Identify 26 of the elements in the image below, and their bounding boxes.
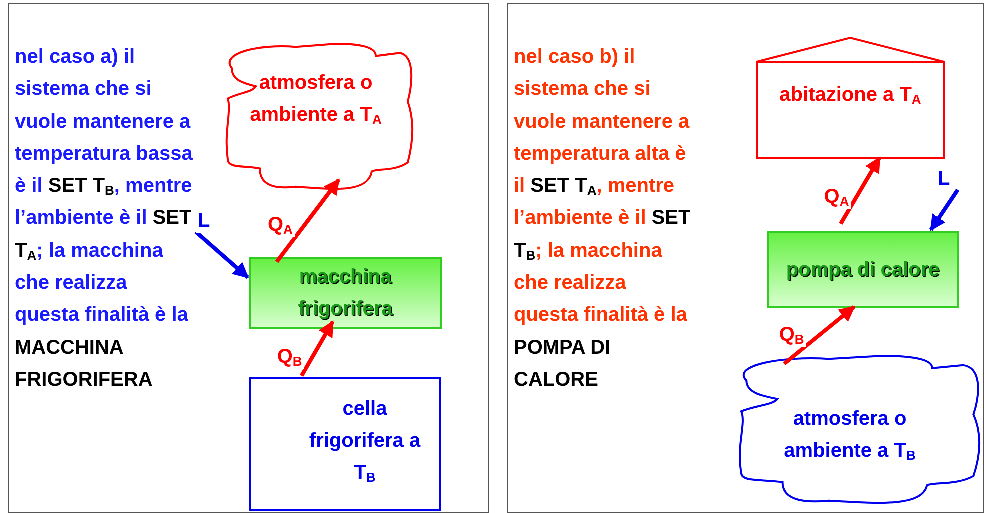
arrow bbox=[194, 230, 250, 280]
cloud-shape bbox=[739, 355, 981, 504]
description-text: nel caso a) il sistema che si vuole mantenere a temperatura bassa è il SET T$_{B}$, mentre l’ambiente è il SET T$_{A}$; la macchina che realizza questa finalità è la MACCHINA FRIGORIFERA bbox=[15, 45, 194, 393]
panel-frame bbox=[507, 3, 984, 513]
edge-label: Q$_{A}$ bbox=[822, 186, 852, 209]
edge-label: Q$_{A}$ bbox=[266, 214, 295, 237]
description-text: nel caso b) il sistema che si vuole mantenere a temperatura alta è il SET T$_{A}$, mentre l’ambiente è il SET T$_{B}$; la macchina che realizza questa finalità è la POMPA DI CALORE bbox=[514, 45, 692, 393]
cloud-shape bbox=[226, 43, 414, 190]
node-label: cella frigorifera a T$_{B}$ bbox=[308, 397, 422, 487]
machine-box bbox=[767, 231, 959, 308]
node-label: pompa di calore bbox=[786, 258, 940, 282]
room-box bbox=[249, 377, 441, 511]
arrow bbox=[275, 178, 341, 264]
panel-frame bbox=[8, 3, 489, 513]
arrow bbox=[929, 188, 960, 232]
arrow bbox=[839, 156, 882, 226]
edge-label: L bbox=[196, 210, 212, 233]
node-label: atmosfera o ambiente a T$_{B}$ bbox=[783, 407, 917, 465]
machine-box bbox=[249, 257, 442, 329]
node-label: atmosfera o ambiente a T$_{A}$ bbox=[249, 71, 383, 129]
house-shape bbox=[756, 36, 945, 159]
arrow bbox=[300, 320, 335, 377]
edge-label: Q$_{B}$ bbox=[275, 346, 304, 369]
node-label: macchina frigorifera bbox=[297, 265, 394, 322]
node-label: abitazione a T$_{A}$ bbox=[780, 83, 922, 109]
arrow bbox=[783, 305, 856, 366]
